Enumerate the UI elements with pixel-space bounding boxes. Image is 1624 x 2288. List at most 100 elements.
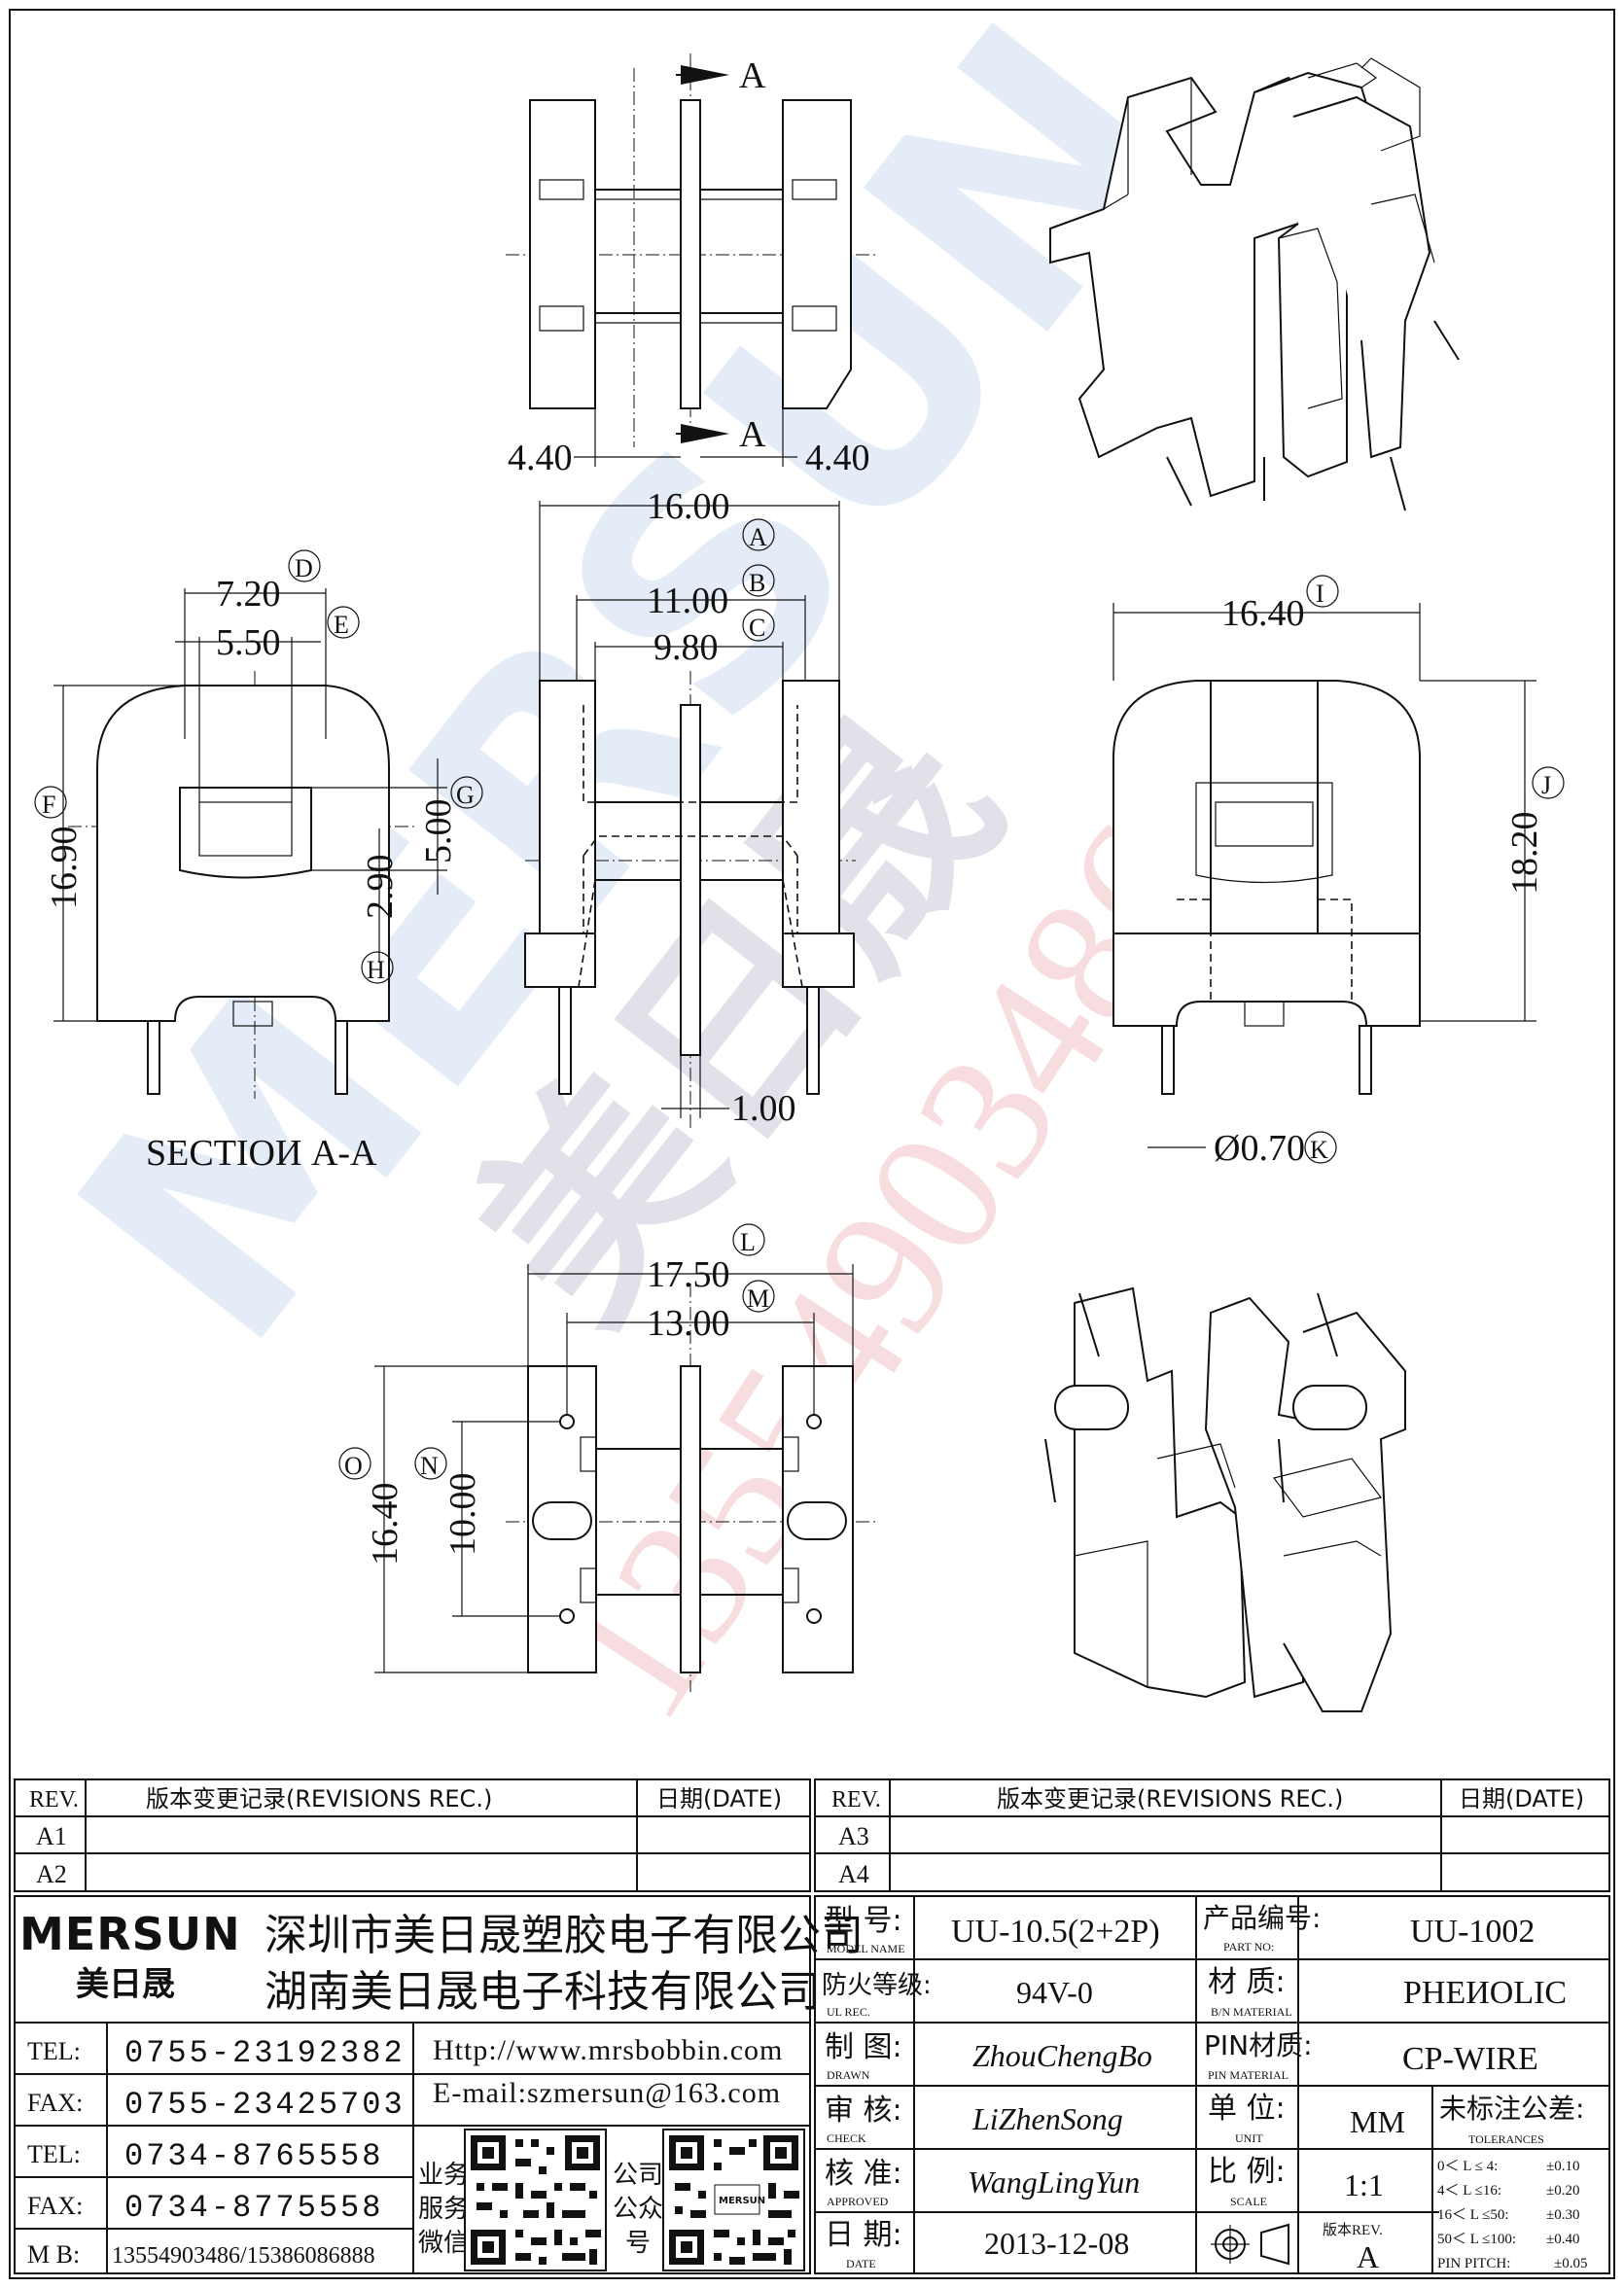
contact-value-3: 0734-8775558 <box>124 2190 383 2226</box>
rev-a1: A1 <box>36 1822 67 1850</box>
company-name-2: 湖南美日晟电子科技有限公司 <box>265 1967 821 2017</box>
dim-7-20: 7.20 <box>216 574 281 615</box>
dim-4-40-right: 4.40 <box>805 438 870 478</box>
balloon-h: H <box>367 956 385 984</box>
partno-label-en: PART NO: <box>1223 1940 1274 1954</box>
company-logo-cn: 美日晟 <box>76 1965 175 2004</box>
approved-label: 核 准: <box>825 2157 902 2191</box>
tol-value-3: ±0.40 <box>1546 2232 1579 2247</box>
qr1-label-2: 微信 <box>418 2229 469 2258</box>
qr-code-official-account-icon: MERSUN <box>662 2129 805 2271</box>
unit-label-en: UNIT <box>1235 2131 1263 2145</box>
pin-material-label: PIN材质: <box>1204 2029 1313 2061</box>
balloon-m: M <box>747 1285 769 1313</box>
balloon-g: G <box>456 781 475 809</box>
scale-label-en: SCALE <box>1230 2195 1267 2208</box>
contact-label-2: TEL: <box>27 2140 81 2168</box>
contact-label-3: FAX: <box>27 2192 83 2220</box>
tolerance-label: 未标注公差: <box>1439 2093 1584 2125</box>
date-label-en: DATE <box>846 2257 876 2270</box>
contact-value-0: 0755-23192382 <box>124 2035 406 2071</box>
ul-value: 94V-0 <box>1016 1975 1093 2010</box>
drawn-label-en: DRAWN <box>827 2068 870 2082</box>
ul-label: 防火等级: <box>822 1971 932 2000</box>
company-website: Http://www.mrsbobbin.com <box>433 2034 783 2066</box>
title-block: REV. 版本变更记录(REVISIONS REC.) 日期(DATE) A1 … <box>14 1778 1610 2274</box>
isometric-view-bottom <box>1044 1286 1406 1712</box>
tol-range-2: 16＜ L ≤50: <box>1437 2207 1509 2223</box>
rev-a3: A3 <box>838 1822 869 1850</box>
dim-0-70: Ø0.70 <box>1214 1128 1305 1169</box>
isometric-view-top <box>1049 57 1460 511</box>
balloon-a: A <box>749 523 767 551</box>
balloon-k: K <box>1310 1136 1328 1164</box>
material-value: PHEИOLIC <box>1403 1975 1567 2011</box>
drawn-value: ZhouChengBo <box>972 2038 1152 2073</box>
dim-16-90: 16.90 <box>44 827 85 910</box>
check-label: 审 核: <box>825 2094 902 2128</box>
company-name-1: 深圳市美日晟塑胶电子有限公司 <box>265 1911 864 1960</box>
tol-range-4: PIN PITCH: <box>1437 2256 1510 2271</box>
qr1-label-1: 服务 <box>418 2195 469 2224</box>
dim-16-40-side: 16.40 <box>365 1483 406 1566</box>
model-value: UU-10.5(2+2P) <box>951 1914 1160 1950</box>
pin-material-label-en: PIN MATERIAL <box>1208 2068 1289 2082</box>
drawn-label: 制 图: <box>825 2030 902 2064</box>
contact-label-1: FAX: <box>27 2089 83 2117</box>
tolerance-label-en: TOLERANCES <box>1468 2132 1544 2146</box>
section-arrow-top: A <box>739 55 766 96</box>
version-value: A <box>1357 2239 1379 2274</box>
qr2-label-1: 公众 <box>613 2195 663 2224</box>
sheet-frame <box>9 9 1615 2279</box>
dim-1-00: 1.00 <box>731 1088 796 1129</box>
balloon-i: I <box>1316 580 1324 608</box>
rev-a2: A2 <box>36 1860 67 1888</box>
qr-logo-text: MERSUN <box>719 2196 765 2206</box>
tol-value-2: ±0.30 <box>1546 2207 1579 2223</box>
qr1-label-0: 业务 <box>418 2161 469 2190</box>
company-email: E-mail:szmersun@163.com <box>433 2077 781 2109</box>
balloon-j: J <box>1541 771 1551 799</box>
rev-a4: A4 <box>838 1860 869 1888</box>
top-view: A A 4.40 4.40 <box>506 53 875 478</box>
rev-rec-header-left: 版本变更记录(REVISIONS REC.) <box>146 1785 492 1813</box>
section-label: SECTIOИ A-A <box>146 1133 377 1174</box>
front-view: 16.00 11.00 9.80 1.00 A B C <box>524 486 856 1129</box>
dim-13-00: 13.00 <box>647 1303 730 1344</box>
balloon-o: O <box>344 1452 363 1480</box>
material-label-en: B/N MATERIAL <box>1211 2005 1292 2019</box>
balloon-f: F <box>42 791 55 819</box>
dim-5-00: 5.00 <box>418 799 459 864</box>
contact-value-2: 0734-8765558 <box>124 2138 383 2174</box>
version-label: 版本REV. <box>1323 2222 1383 2238</box>
company-logo: MERSUN <box>19 1908 241 1960</box>
balloon-d: D <box>295 554 313 582</box>
qr-code-wechat-icon <box>464 2129 607 2271</box>
dim-16-00: 16.00 <box>647 486 730 527</box>
contact-label-0: TEL: <box>27 2037 81 2065</box>
balloon-e: E <box>334 611 349 639</box>
partno-value: UU-1002 <box>1410 1914 1535 1950</box>
model-label: 型 号: <box>825 1904 902 1938</box>
qr2-label-0: 公司 <box>613 2161 663 2190</box>
balloon-l: L <box>740 1228 756 1256</box>
unit-label: 单 位: <box>1208 2092 1286 2126</box>
projection-symbol-icon <box>1211 2223 1289 2266</box>
check-label-en: CHECK <box>827 2131 866 2145</box>
section-arrow-bottom: A <box>739 414 766 455</box>
date-label: 日 期: <box>825 2218 902 2252</box>
tol-value-4: ±0.05 <box>1554 2256 1587 2271</box>
dim-9-80: 9.80 <box>653 627 719 668</box>
tol-range-3: 50＜ L ≤100: <box>1437 2232 1516 2247</box>
date-value: 2013-12-08 <box>984 2226 1129 2261</box>
approved-label-en: APPROVED <box>827 2195 889 2208</box>
tol-range-0: 0＜ L ≤ 4: <box>1437 2159 1498 2174</box>
balloon-c: C <box>749 614 765 642</box>
dim-11-00: 11.00 <box>647 581 728 621</box>
tol-value-1: ±0.20 <box>1546 2183 1579 2199</box>
partno-label: 产品编号: <box>1203 1902 1321 1934</box>
date-header-right: 日期(DATE) <box>1459 1785 1584 1813</box>
scale-value: 1:1 <box>1344 2167 1384 2202</box>
dim-17-50: 17.50 <box>647 1254 730 1295</box>
material-label: 材 质: <box>1208 1965 1286 1999</box>
